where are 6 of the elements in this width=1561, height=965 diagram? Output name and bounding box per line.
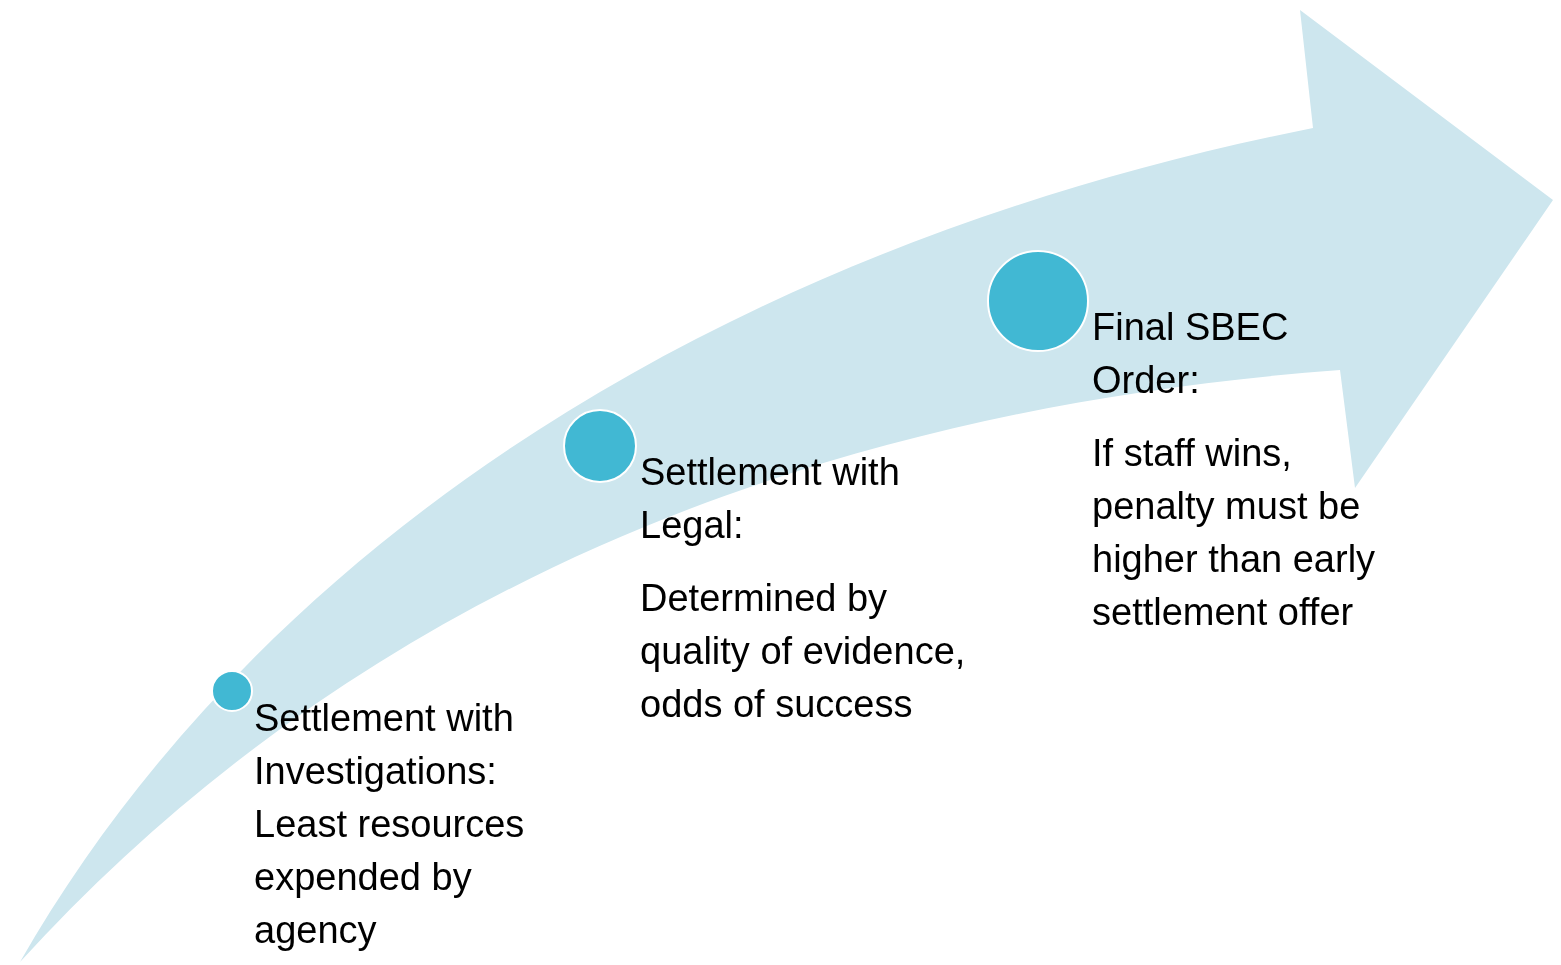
step-description: Least resources expended by agency xyxy=(254,802,526,953)
step-heading: Settlement with Investigations: xyxy=(254,696,515,794)
step-heading: Final SBEC Order: xyxy=(1092,305,1290,403)
step-heading: Settlement with Legal: xyxy=(640,450,901,548)
step-description: If staff wins, penalty must be higher than early settlement offer xyxy=(1092,431,1377,635)
step-description: Determined by quality of evidence, odds of success xyxy=(640,576,967,727)
